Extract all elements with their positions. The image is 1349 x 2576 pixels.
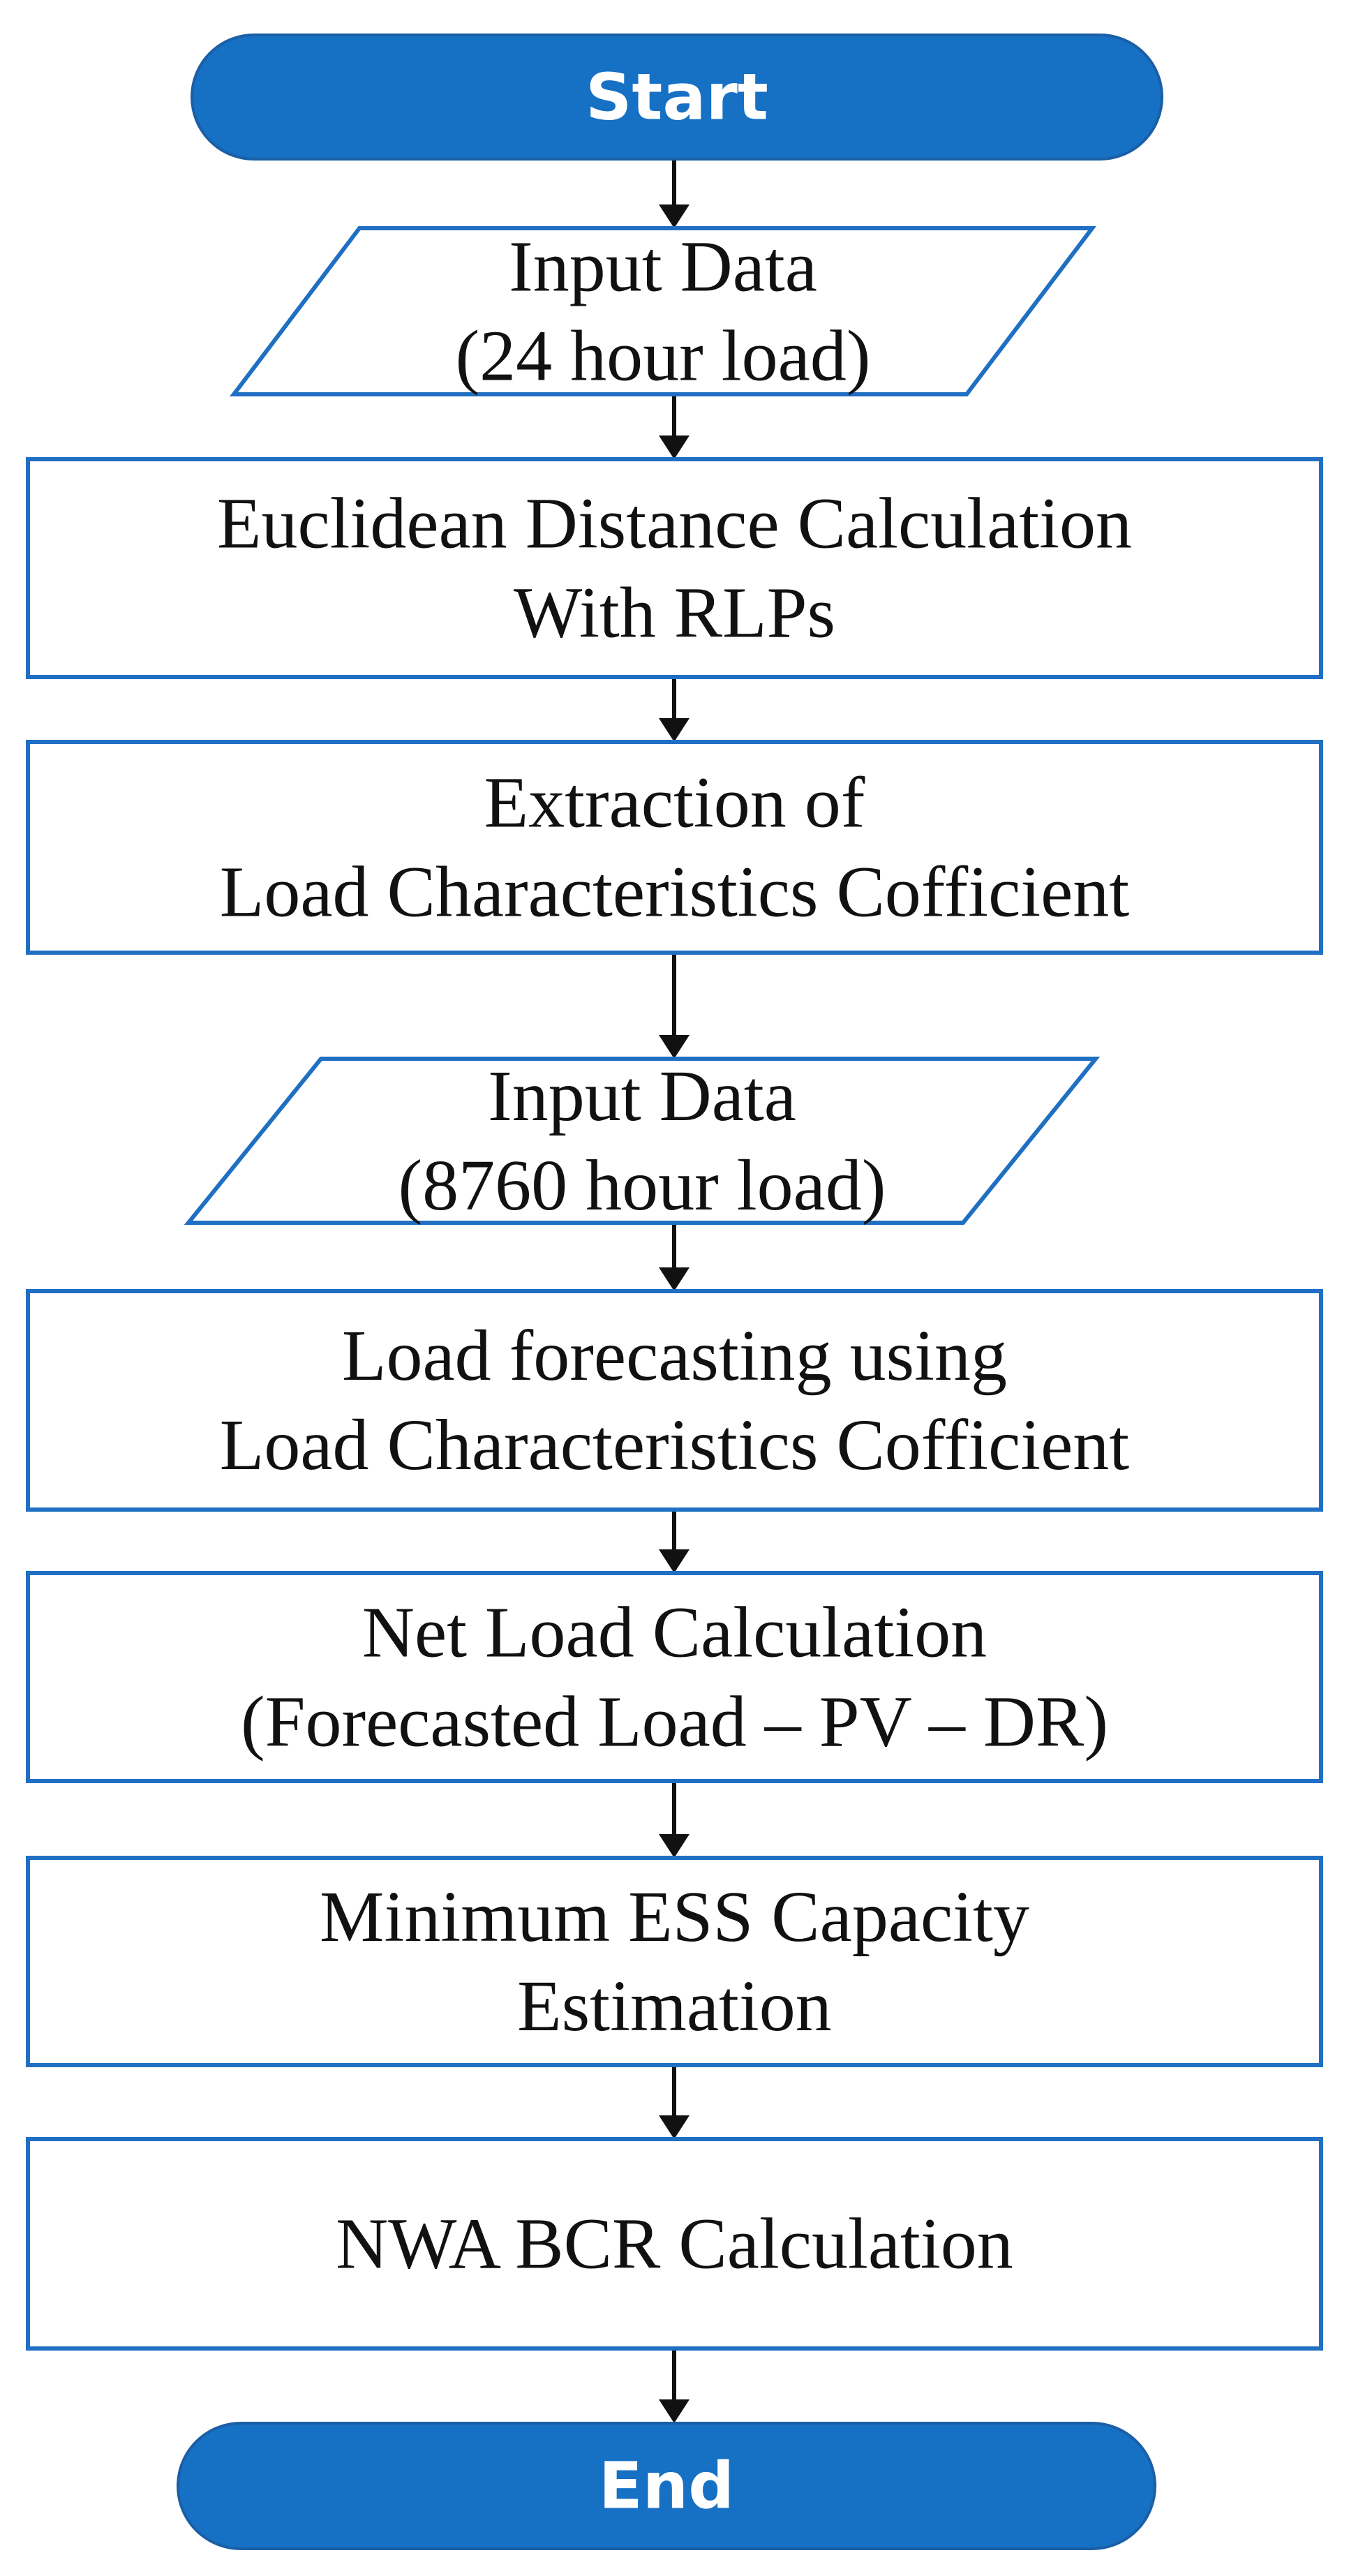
node-start: Start bbox=[191, 33, 1163, 161]
node-label-line: Extraction of bbox=[484, 763, 865, 843]
process-box-shape bbox=[26, 1289, 1323, 1512]
arrowhead-icon bbox=[659, 1035, 690, 1059]
arrowhead-icon bbox=[659, 435, 690, 459]
process-box-shape bbox=[26, 1571, 1323, 1783]
process-box-shape bbox=[26, 2137, 1323, 2351]
node-label-line: Estimation bbox=[517, 1966, 832, 2046]
node-label-line: Minimum ESS Capacity bbox=[320, 1877, 1029, 1957]
process-box-shape bbox=[26, 1856, 1323, 2067]
node-label-line: Load Characteristics Cofficient bbox=[220, 1405, 1130, 1485]
arrowhead-icon bbox=[659, 1549, 690, 1573]
arrowhead-icon bbox=[659, 718, 690, 742]
arrowhead-icon bbox=[659, 2399, 690, 2423]
node-label-line: (8760 hour load) bbox=[398, 1145, 886, 1226]
connector-arrow bbox=[659, 1781, 690, 1858]
node-input-8760h: Input Data (8760 hour load) bbox=[184, 1056, 1101, 1226]
node-net-load: Net Load Calculation (Forecasted Load – P… bbox=[26, 1571, 1323, 1783]
node-input-24h: Input Data (24 hour load) bbox=[229, 226, 1097, 396]
io-parallelogram-shape bbox=[184, 1057, 1101, 1225]
terminal-shape bbox=[191, 33, 1163, 161]
node-extraction: Extraction of Load Characteristics Coffic… bbox=[26, 740, 1323, 955]
node-label-line: Start bbox=[586, 60, 768, 135]
node-label-line: End bbox=[599, 2449, 734, 2524]
node-label-line: (Forecasted Load – PV – DR) bbox=[241, 1682, 1108, 1762]
connector-arrow bbox=[659, 2065, 690, 2139]
node-nwa-bcr: NWA BCR Calculation bbox=[26, 2137, 1323, 2351]
connector-arrow bbox=[659, 159, 690, 228]
node-label-line: Input Data bbox=[488, 1056, 796, 1136]
node-label-line: Load forecasting using bbox=[342, 1316, 1007, 1396]
node-label-line: NWA BCR Calculation bbox=[336, 2204, 1013, 2284]
arrowhead-icon bbox=[659, 1834, 690, 1858]
connector-arrow bbox=[659, 1223, 690, 1291]
connector-arrow bbox=[659, 953, 690, 1059]
arrowhead-icon bbox=[659, 1267, 690, 1291]
connector-arrow bbox=[659, 677, 690, 742]
connector-arrow bbox=[659, 1510, 690, 1573]
connector-arrow bbox=[659, 394, 690, 459]
process-box-shape bbox=[26, 740, 1323, 955]
node-label-line: Input Data bbox=[509, 227, 817, 307]
arrowhead-icon bbox=[659, 2115, 690, 2139]
node-label-line: With RLPs bbox=[514, 573, 835, 653]
connector-arrow bbox=[659, 2348, 690, 2423]
node-label-line: (24 hour load) bbox=[456, 316, 871, 396]
node-label-line: Net Load Calculation bbox=[362, 1593, 987, 1673]
arrowhead-icon bbox=[659, 204, 690, 228]
io-parallelogram-shape bbox=[229, 226, 1097, 396]
terminal-shape bbox=[177, 2422, 1156, 2550]
node-label-line: Euclidean Distance Calculation bbox=[217, 484, 1132, 564]
node-label-line: Load Characteristics Cofficient bbox=[220, 852, 1130, 932]
node-end: End bbox=[177, 2422, 1156, 2550]
process-box-shape bbox=[26, 457, 1323, 679]
